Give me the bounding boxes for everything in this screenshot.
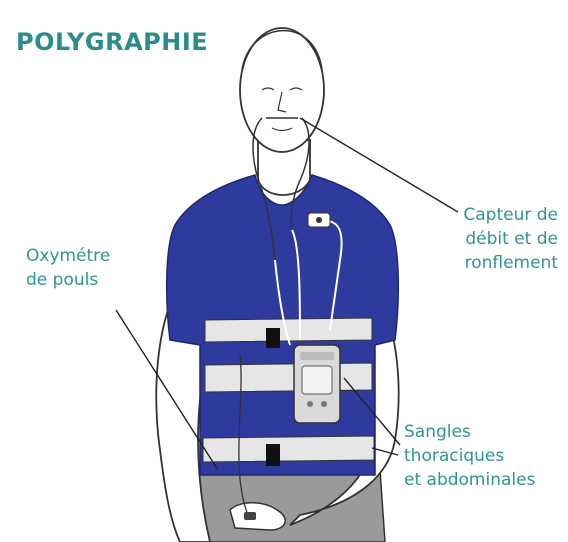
label-line: et abdominales	[404, 468, 535, 492]
label-line: Capteur de	[463, 203, 558, 227]
label-line: Sangles	[404, 420, 535, 444]
label-line: thoraciques	[404, 444, 535, 468]
label-line: débit et de	[463, 227, 558, 251]
label-line: de pouls	[26, 268, 110, 292]
label-line: ronflement	[463, 251, 558, 275]
label-flow-snoring-sensor: Capteur de débit et de ronflement	[463, 203, 558, 275]
label-pulse-oximeter: Oxymétre de pouls	[26, 244, 110, 292]
label-straps: Sangles thoraciques et abdominales	[404, 420, 535, 492]
polygraph-recorder-icon	[294, 345, 340, 423]
label-line: Oxymétre	[26, 244, 110, 268]
flow-sensor-connector	[308, 213, 330, 227]
